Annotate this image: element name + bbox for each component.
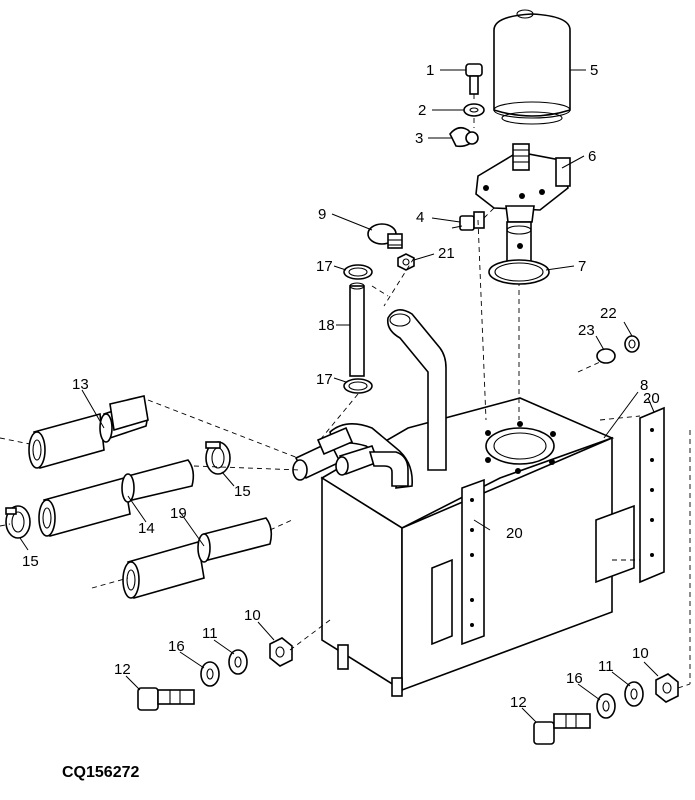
callout-22: 22 — [600, 305, 617, 322]
callout-12-left: 12 — [114, 661, 131, 678]
callout-16-left: 16 — [168, 638, 185, 655]
hydraulic-tank — [320, 397, 615, 697]
plug-and-o-ring — [577, 335, 640, 373]
callout-15-center: 15 — [234, 483, 251, 500]
clamp — [449, 118, 479, 148]
nut — [397, 253, 415, 271]
o-ring — [488, 259, 550, 285]
callout-10-right: 10 — [632, 645, 649, 662]
cap-screw — [465, 63, 483, 102]
leader-lines — [19, 69, 659, 723]
washer — [463, 103, 485, 117]
callout-labels: 1 2 3 4 5 6 7 8 9 10 11 12 13 14 15 16 1… — [22, 62, 660, 711]
hose-clamp-center — [205, 441, 231, 475]
callout-12-right: 12 — [510, 694, 527, 711]
callout-11-right: 11 — [598, 658, 614, 675]
hose-clamp-left — [5, 505, 31, 539]
breather-cap — [367, 223, 403, 249]
callout-13: 13 — [72, 376, 89, 393]
suction-tube — [506, 221, 532, 420]
callout-11-left: 11 — [202, 625, 218, 642]
hose-19 — [122, 517, 273, 600]
callout-7: 7 — [578, 258, 586, 275]
pressure-switch — [451, 205, 497, 231]
hose-13 — [28, 395, 149, 470]
callout-3: 3 — [415, 130, 423, 147]
breather-hose — [343, 264, 373, 394]
mounting-hardware-right — [533, 673, 679, 745]
assembly-lines — [0, 219, 691, 689]
callout-14: 14 — [138, 520, 155, 537]
callout-23: 23 — [578, 322, 595, 339]
callout-1: 1 — [426, 62, 434, 79]
callout-10-left: 10 — [244, 607, 261, 624]
callout-2: 2 — [418, 102, 426, 119]
oil-filter-canister — [493, 9, 571, 125]
callout-17-bottom: 17 — [316, 371, 333, 388]
callout-9: 9 — [318, 206, 326, 223]
callout-6: 6 — [588, 148, 596, 165]
callout-15-left: 15 — [22, 553, 39, 570]
callout-18: 18 — [318, 317, 335, 334]
callout-5: 5 — [590, 62, 598, 79]
outlet-fittings — [292, 423, 413, 489]
drawing-code: CQ156272 — [62, 764, 139, 781]
mounting-hardware-left — [137, 637, 293, 711]
callout-21: 21 — [438, 245, 455, 262]
hose-14 — [38, 459, 195, 538]
callout-19: 19 — [170, 505, 187, 522]
callout-16-right: 16 — [566, 670, 583, 687]
callout-17-top: 17 — [316, 258, 333, 275]
tank-bracket-right — [595, 406, 665, 584]
return-pipe — [386, 309, 447, 471]
tank-bracket-left — [431, 478, 485, 646]
callout-4: 4 — [416, 209, 424, 226]
filter-head — [475, 143, 571, 223]
callout-20-right: 20 — [643, 390, 660, 407]
callout-8: 8 — [640, 377, 648, 394]
callout-20-left: 20 — [506, 525, 523, 542]
